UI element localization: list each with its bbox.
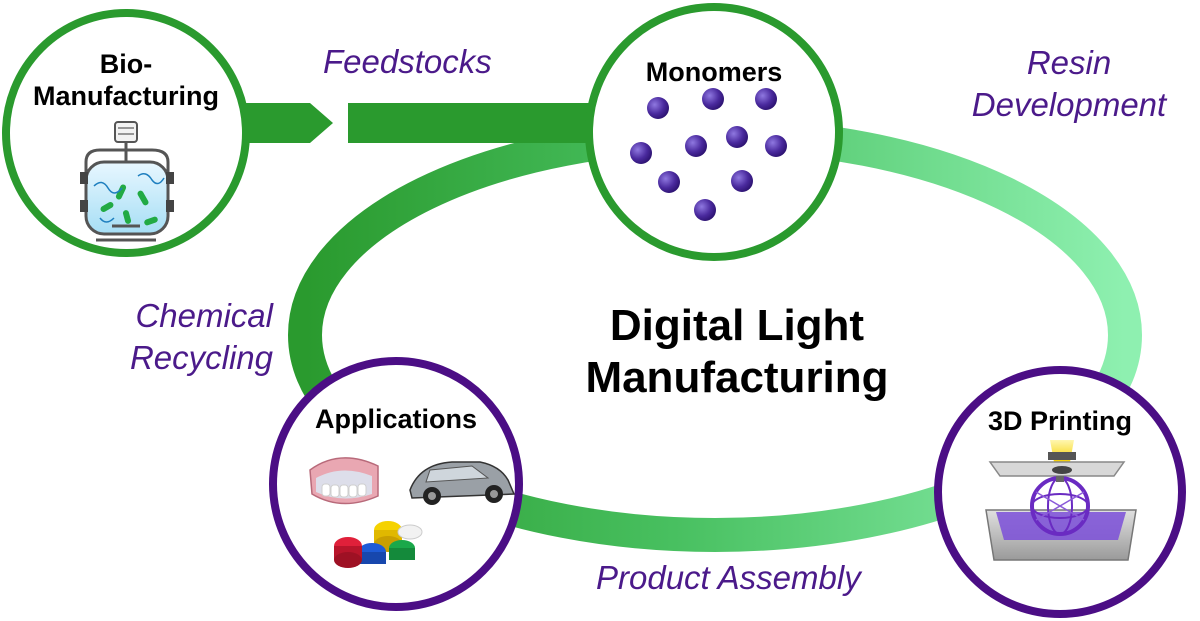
bio-title-line1: Bio- bbox=[99, 49, 153, 79]
monomer-dots bbox=[630, 88, 787, 221]
monomer-dot bbox=[647, 97, 669, 119]
dlp-printer-icon bbox=[985, 440, 1137, 561]
monomer-dot bbox=[685, 135, 707, 157]
monomer-dot bbox=[658, 171, 680, 193]
center-title: Digital Light Manufacturing bbox=[512, 300, 962, 404]
monomer-dot bbox=[630, 142, 652, 164]
monomer-dot bbox=[765, 135, 787, 157]
printing-node bbox=[934, 366, 1186, 618]
bio-manufacturing-node bbox=[2, 9, 250, 257]
dentures-car-caps-icon bbox=[309, 457, 516, 568]
resin-development-label: Resin Development bbox=[958, 42, 1180, 126]
applications-node-title: Applications bbox=[314, 404, 477, 434]
bio-node-title: Bio- Manufacturing bbox=[6, 48, 246, 112]
feedstocks-label: Feedstocks bbox=[323, 43, 492, 80]
applications-node bbox=[269, 357, 523, 611]
printing-node-title: 3D Printing bbox=[987, 406, 1132, 436]
resin-label-line1: Resin bbox=[1026, 44, 1112, 81]
monomer-dot bbox=[726, 126, 748, 148]
recycling-label-line1: Chemical bbox=[135, 297, 273, 334]
bio-title-line2: Manufacturing bbox=[33, 81, 219, 111]
center-title-line2: Manufacturing bbox=[585, 353, 889, 402]
monomer-dot bbox=[702, 88, 724, 110]
monomers-node-title: Monomers bbox=[645, 57, 783, 87]
chemical-recycling-label: Chemical Recycling bbox=[108, 295, 273, 379]
recycling-label-line2: Recycling bbox=[129, 339, 273, 376]
resin-label-line2: Development bbox=[971, 86, 1167, 123]
center-title-line1: Digital Light bbox=[609, 301, 865, 350]
feedstock-arrow bbox=[230, 103, 600, 143]
monomer-dot bbox=[694, 199, 716, 221]
monomer-dot bbox=[731, 170, 753, 192]
monomers-node bbox=[585, 3, 843, 261]
monomer-dot bbox=[755, 88, 777, 110]
bioreactor-icon bbox=[80, 121, 174, 242]
product-assembly-label: Product Assembly bbox=[596, 559, 861, 596]
